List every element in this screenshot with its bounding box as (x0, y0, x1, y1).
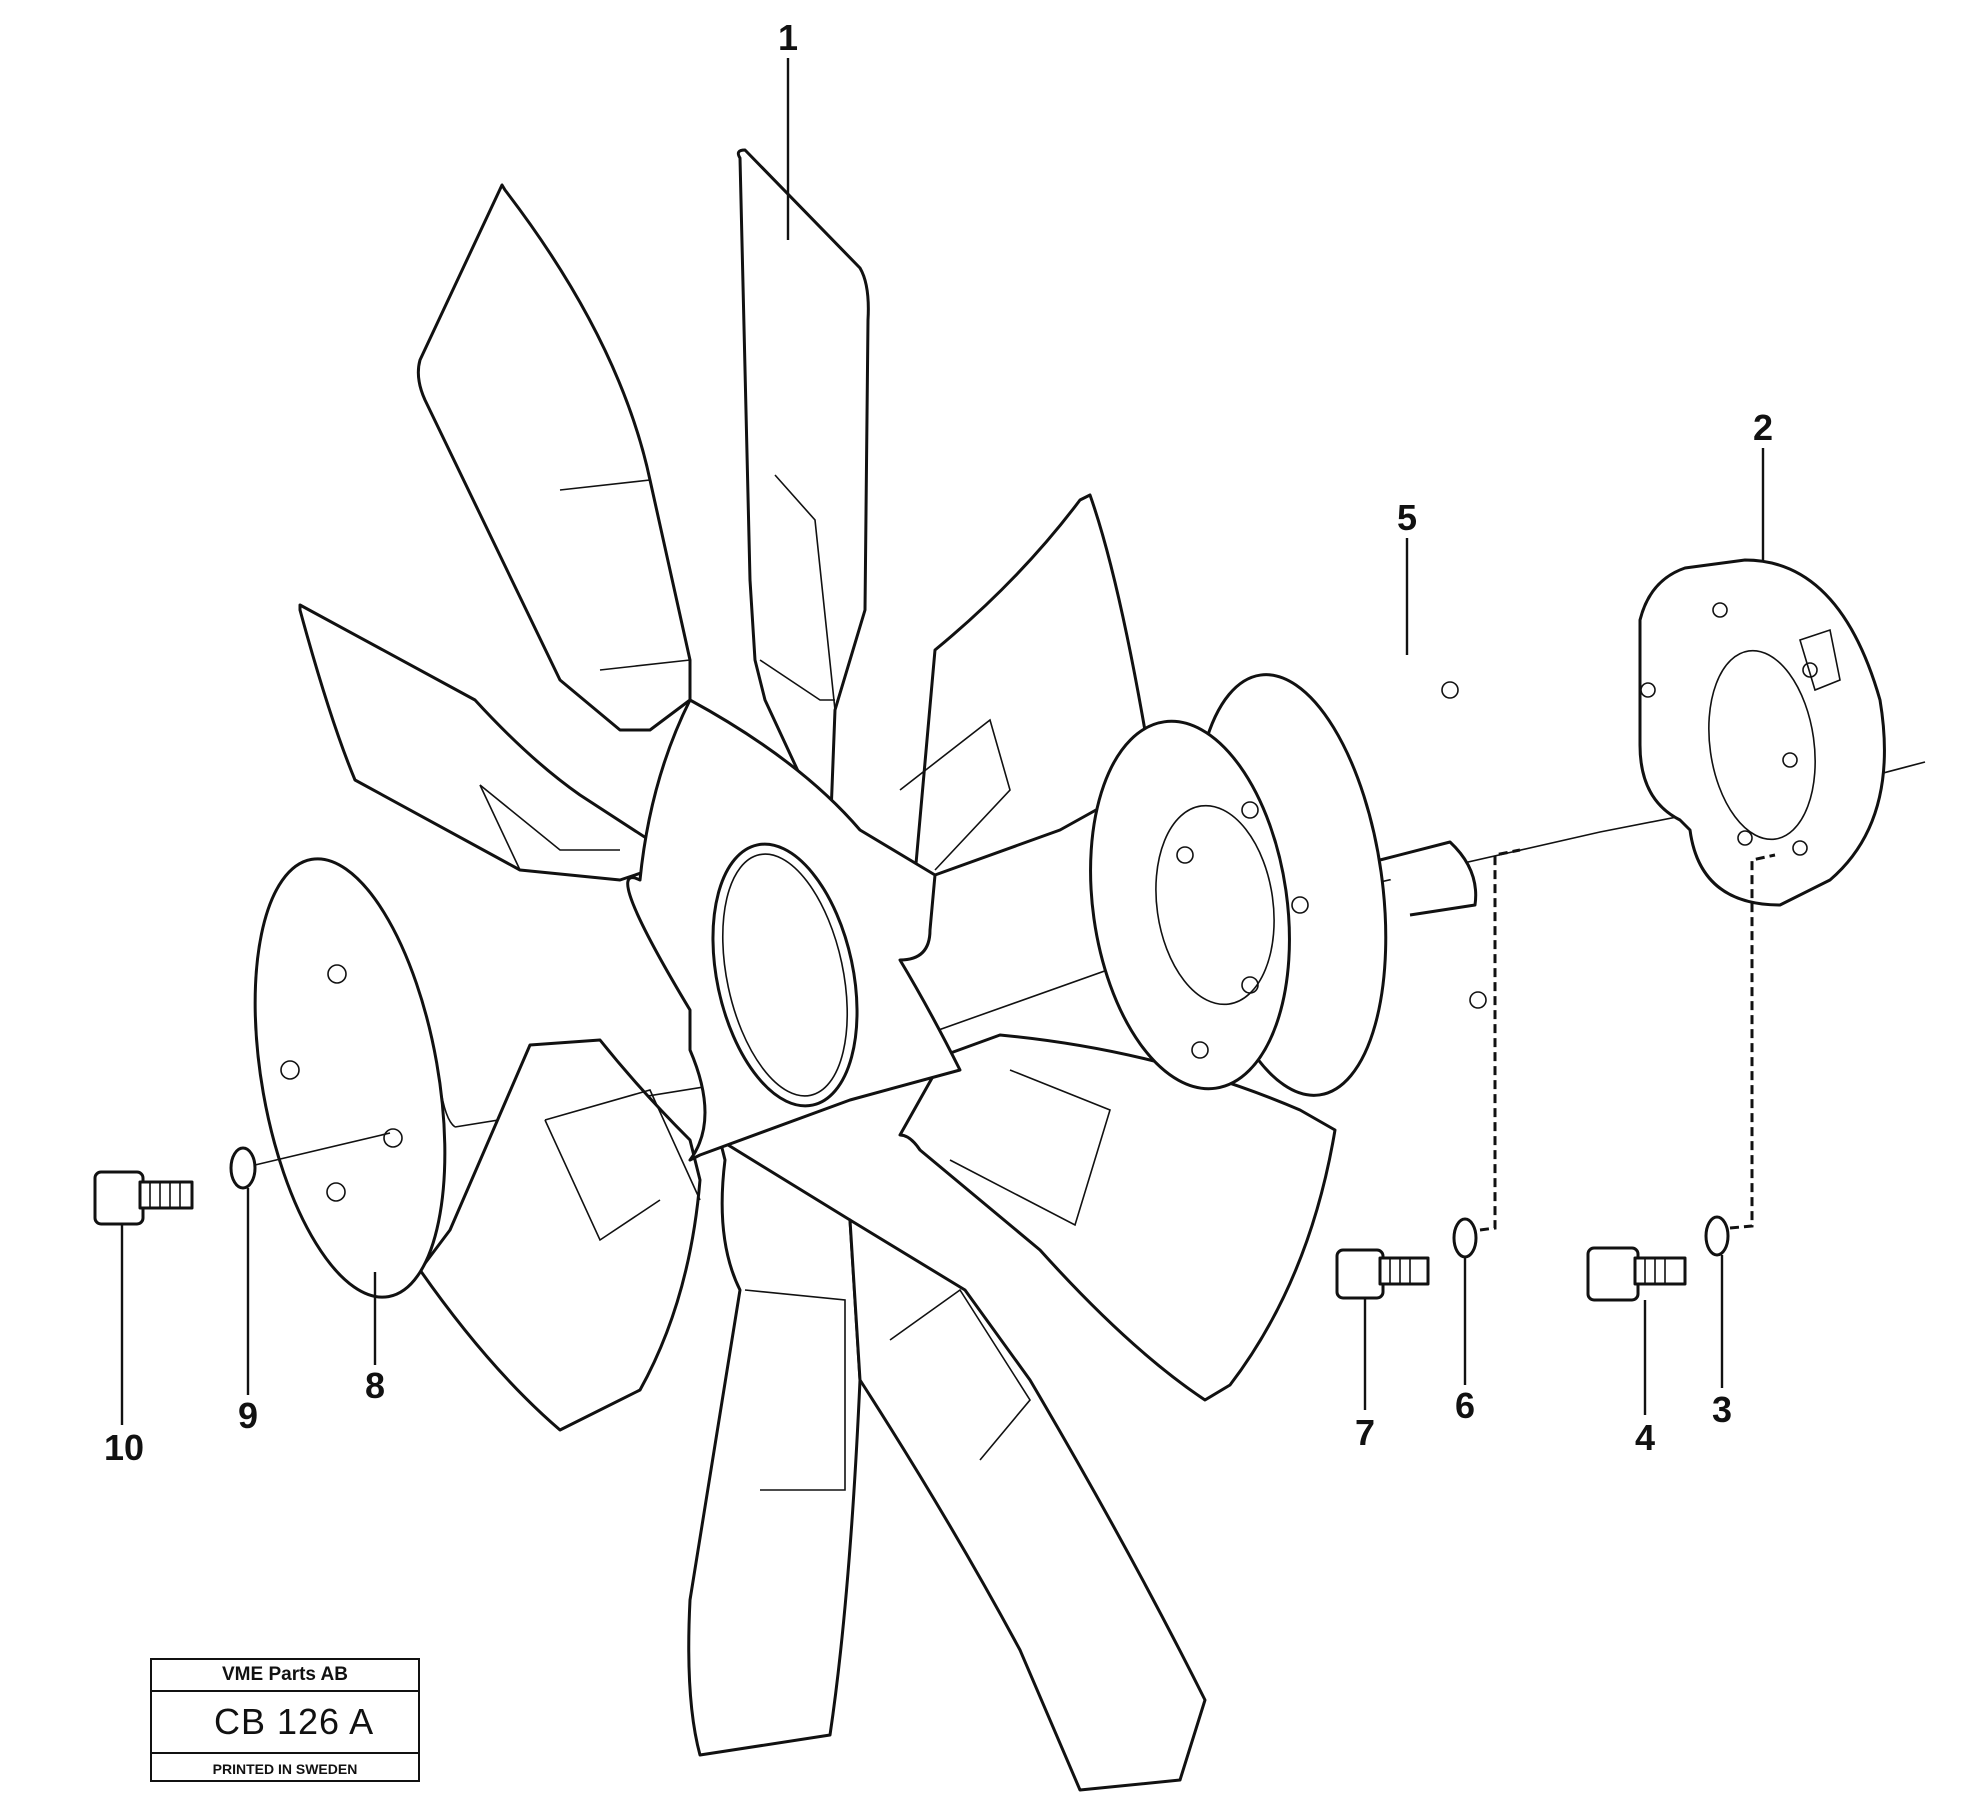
callout-8: 8 (365, 1365, 385, 1406)
drive-plate (1638, 558, 1886, 907)
lock-washer-9 (229, 1146, 257, 1190)
fan-hub (626, 698, 962, 1162)
fan-blade-top-left (416, 183, 692, 732)
company-name: VME Parts AB (152, 1660, 418, 1692)
callout-3: 3 (1712, 1389, 1732, 1430)
callout-leaders (120, 58, 1765, 1425)
fan-blade-left (298, 603, 682, 882)
lock-washer-6 (1452, 1217, 1478, 1259)
callout-10: 10 (104, 1427, 144, 1468)
callout-1: 1 (778, 17, 798, 58)
front-plate (253, 857, 456, 1299)
fan-assembly (298, 148, 1337, 1792)
title-block: VME Parts AB CB 126 A PRINTED IN SWEDEN (150, 1658, 420, 1782)
callout-7: 7 (1355, 1412, 1375, 1453)
callout-6: 6 (1455, 1385, 1475, 1426)
callout-9: 9 (238, 1395, 258, 1436)
callout-5: 5 (1397, 497, 1417, 538)
printed-notice: PRINTED IN SWEDEN (212, 1761, 358, 1777)
callout-2: 2 (1753, 407, 1773, 448)
fan-blade-top-right (898, 493, 1152, 962)
drawing-code: CB 126 A (152, 1692, 418, 1754)
assembly-guides (254, 848, 1776, 1232)
bolt-7 (1335, 1248, 1430, 1300)
bolt-4 (1586, 1246, 1687, 1302)
fan-blade-bottom-left (687, 1138, 862, 1757)
fan-blade-lower-left (418, 1038, 702, 1432)
hub-flange (1089, 673, 1487, 1097)
lock-washer-3 (1704, 1215, 1730, 1257)
callout-4: 4 (1635, 1417, 1655, 1458)
fan-blade-bottom-right (848, 1218, 1207, 1792)
callout-labels: 1 2 3 4 5 6 7 8 9 10 (104, 17, 1773, 1468)
bolt-10 (93, 1170, 194, 1226)
fan-blade-top (736, 148, 870, 842)
